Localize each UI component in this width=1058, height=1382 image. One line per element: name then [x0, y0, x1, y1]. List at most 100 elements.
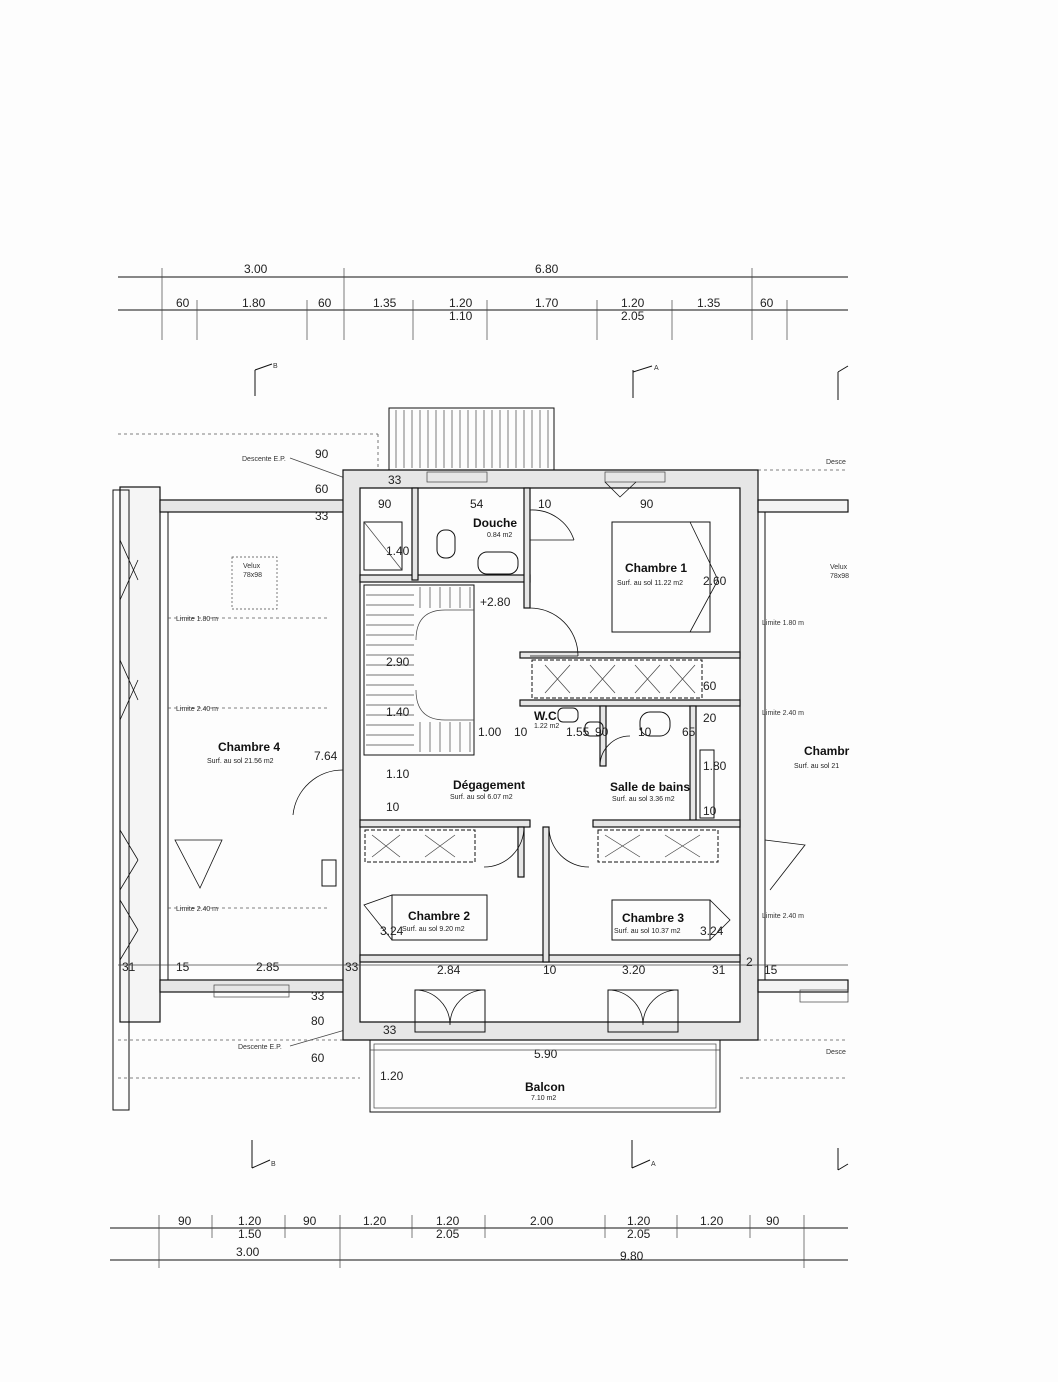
section-mark-b-bottom: B	[271, 1161, 276, 1168]
interior-stair: +2.80	[363, 584, 579, 756]
dim-33c: 33	[345, 960, 359, 974]
dim-90b: 90	[378, 497, 392, 511]
bottom-dim-5: 1.20	[363, 1214, 387, 1228]
exterior-stair-top	[388, 407, 555, 471]
section-marks-top: B A	[254, 363, 849, 400]
dim-120: 1.20	[380, 1069, 404, 1083]
room-chambre3-name: Chambre 3	[622, 911, 684, 925]
dim-15b: 15	[764, 963, 778, 977]
desce-top-right: Desce	[826, 459, 846, 466]
room-degagement-area: Surf. au sol 6.07 m2	[450, 794, 513, 801]
dim-31b: 31	[712, 963, 726, 977]
bottom-dim-7: 2.05	[436, 1227, 460, 1241]
bottom-dim-12: 90	[766, 1214, 780, 1228]
bottom-dim-9: 1.20	[627, 1214, 651, 1228]
dim-180: 1.80	[703, 759, 727, 773]
bottom-dim-1: 90	[178, 1214, 192, 1228]
dim-33b: 33	[388, 473, 402, 487]
dim-80: 80	[311, 1014, 325, 1028]
dim-100: 1.00	[478, 725, 502, 739]
descente-top-label: Descente E.P.	[242, 456, 286, 463]
interior-dimensions: 90 60 33 33 90 54 10 90 1.40 2.60 2.90 1…	[118, 447, 848, 1083]
top-dim-10: 1.35	[697, 296, 721, 310]
room-chambre1-area: Surf. au sol 11.22 m2	[617, 580, 683, 587]
top-dimension-chain: 3.00 6.80 60 1.80 60 1.35 1.20 1.10 1.70…	[118, 262, 848, 340]
room-douche-name: Douche	[473, 516, 517, 530]
dim-10f: 10	[543, 963, 557, 977]
room-chambre1-name: Chambre 1	[625, 561, 687, 575]
dim-140: 1.40	[386, 544, 410, 558]
room-balcon-area: 7.10 m2	[531, 1095, 556, 1102]
dim-324a: 3.24	[380, 924, 404, 938]
right-wing: Velux 78x98 Limite 1.80 m Limite 2.40 m …	[757, 459, 850, 1056]
top-dim-8: 1.20	[621, 296, 645, 310]
dim-10b: 10	[514, 725, 528, 739]
dim-285: 2.85	[256, 960, 280, 974]
dim-110: 1.10	[386, 767, 410, 781]
top-dim-overall-1: 3.00	[244, 262, 268, 276]
dim-10a: 10	[538, 497, 552, 511]
dim-33e: 33	[383, 1023, 397, 1037]
wc-bath-zone: W.C 1.22 m2 Salle de bains Surf. au sol …	[534, 707, 715, 819]
section-mark-b-top: B	[273, 363, 278, 370]
dim-284: 2.84	[437, 963, 461, 977]
bottom-dim-10: 2.05	[627, 1227, 651, 1241]
dim-2: 2	[746, 955, 753, 969]
main-walls	[342, 469, 759, 1041]
velux-right-size: 78x98	[830, 573, 849, 580]
limite-180-left: Limite 1.80 m	[176, 616, 218, 623]
room-wc-area: 1.22 m2	[534, 723, 559, 730]
room-wc-name: W.C	[534, 709, 557, 723]
room-chambre4-name: Chambre 4	[218, 740, 280, 754]
dim-60b: 60	[703, 679, 717, 693]
dim-60c: 60	[311, 1051, 325, 1065]
room-chambre3-area: Surf. au sol 10.37 m2	[614, 928, 681, 935]
dim-15a: 15	[176, 960, 190, 974]
dim-320: 3.20	[622, 963, 646, 977]
stair-level-label: +2.80	[480, 595, 511, 609]
limite-240-left: Limite 2.40 m	[176, 706, 218, 713]
section-marks-bottom: B A	[251, 1140, 849, 1171]
section-mark-a-top: A	[654, 365, 659, 372]
room-douche-area: 0.84 m2	[487, 532, 512, 539]
room-chambre-right-name: Chambr	[804, 744, 850, 758]
room-chambre2-area: Surf. au sol 9.20 m2	[402, 926, 465, 933]
dim-140b: 1.40	[386, 705, 410, 719]
limite-240-left-b: Limite 2.40 m	[176, 906, 218, 913]
bottom-dim-4: 90	[303, 1214, 317, 1228]
dim-90c: 90	[640, 497, 654, 511]
douche-zone: Douche 0.84 m2	[363, 471, 575, 575]
dim-324b: 3.24	[700, 924, 724, 938]
bottom-dim-8: 2.00	[530, 1214, 554, 1228]
bottom-dim-6: 1.20	[436, 1214, 460, 1228]
limite-180-right: Limite 1.80 m	[762, 620, 804, 627]
section-mark-a-bottom: A	[651, 1161, 656, 1168]
room-balcon-name: Balcon	[525, 1080, 565, 1094]
dim-10e: 10	[703, 804, 717, 818]
left-wing: Velux 78x98 Limite 1.80 m Limite 2.40 m …	[112, 456, 346, 1111]
dim-290: 2.90	[386, 655, 410, 669]
room-sdb-name: Salle de bains	[610, 780, 690, 794]
room-chambre4-area: Surf. au sol 21.56 m2	[207, 758, 274, 765]
bottom-dim-3: 1.50	[238, 1227, 262, 1241]
top-dim-1: 60	[176, 296, 190, 310]
room-sdb-area: Surf. au sol 3.36 m2	[612, 796, 675, 803]
room-chambre2-name: Chambre 2	[408, 909, 470, 923]
dim-590: 5.90	[534, 1047, 558, 1061]
dim-54: 54	[470, 497, 484, 511]
dim-10d: 10	[386, 800, 400, 814]
room-chambre-right-area: Surf. au sol 21	[794, 763, 839, 770]
degagement-zone: Dégagement Surf. au sol 6.07 m2	[450, 778, 590, 868]
dim-90a: 90	[315, 447, 329, 461]
wardrobes	[364, 659, 719, 863]
top-dim-7: 1.70	[535, 296, 559, 310]
room-degagement-name: Dégagement	[453, 778, 525, 792]
limite-240-right-b: Limite 2.40 m	[762, 913, 804, 920]
top-dim-overall-2: 6.80	[535, 262, 559, 276]
bottom-dim-overall-1: 3.00	[236, 1245, 260, 1259]
velux-left-label: Velux	[243, 563, 261, 570]
top-dim-5: 1.20	[449, 296, 473, 310]
top-dim-6: 1.10	[449, 309, 473, 323]
